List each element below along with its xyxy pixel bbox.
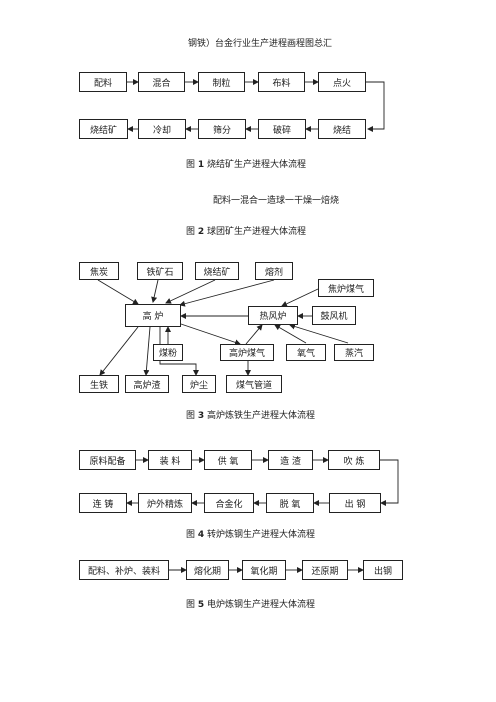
fig5-step-3: 氧化期 [242,560,286,580]
fig4-step-2: 装 料 [148,450,192,470]
fig4-step-1: 原料配备 [79,450,136,470]
doc-title: 钢铁）台金行业生产进程画程图总汇 [188,39,333,49]
arrow-steam-stove [289,323,349,344]
arrow-cokegas-stove [281,288,319,307]
fig4-step-9: 炉外精炼 [138,493,192,513]
fig3-blower: 鼓风机 [312,306,356,325]
fig1-step-9: 冷却 [138,119,186,139]
fig5-step-4: 还原期 [302,560,348,580]
fig2-caption: 图 2 球团矿生产进程大体流程 [186,227,307,237]
fig3-oxygen: 氧气 [286,344,326,361]
fig1-step-6: 烧结 [318,119,366,139]
fig3-caption: 图 3 高炉炼铁生产进程大体流程 [186,411,316,421]
fig3-gas-pipeline: 煤气管道 [226,375,282,393]
fig4-step-10: 连 铸 [79,493,127,513]
fig1-step-1: 配料 [79,72,127,92]
arrow-1-turn [366,81,385,132]
fig3-coal-powder: 煤粉 [153,344,183,361]
fig3-steam: 蒸汽 [334,344,374,361]
fig3-iron-ore: 铁矿石 [137,262,183,280]
fig4-step-6: 出 钢 [329,493,381,513]
fig3-sinter: 烧结矿 [195,262,239,280]
fig1-step-7: 破碎 [258,119,306,139]
arrow-4-turn [380,459,399,506]
fig2-flow-text: 配料一混合一造球一干燥一焙烧 [213,196,340,206]
fig5-step-2: 熔化期 [186,560,229,580]
fig3-blast-furnace: 高 炉 [125,304,181,327]
fig1-step-10: 烧结矿 [79,119,128,139]
fig4-step-3: 供 氧 [204,450,252,470]
arrow-bfgas-stove [245,324,263,345]
fig4-step-5: 吹 炼 [328,450,380,470]
arrow-coke [97,279,139,305]
fig3-bf-gas: 高炉煤气 [220,344,274,361]
fig5-step-5: 出钢 [363,560,403,580]
fig1-step-2: 混合 [138,72,185,92]
fig4-step-4: 造 渣 [268,450,313,470]
arrow-flux [179,279,275,307]
fig1-step-4: 布料 [258,72,305,92]
fig1-step-8: 筛分 [198,119,246,139]
arrow-furnace-bfgas [177,322,241,346]
fig3-pig-iron: 生铁 [79,375,119,393]
fig1-step-5: 点火 [318,72,366,92]
arrow-oxygen-stove [274,324,307,344]
fig3-slag: 高炉渣 [125,375,169,393]
arrow-sinter [165,279,216,304]
arrow-furnace-iron [99,326,139,376]
fig3-coke: 焦炭 [79,262,119,280]
fig1-step-3: 制粒 [198,72,245,92]
fig1-caption: 图 1 烧结矿生产进程大体流程 [186,160,307,170]
fig3-dust: 炉尘 [182,375,216,393]
arrow-ore [151,279,159,303]
fig4-step-7: 脱 氧 [266,493,314,513]
fig3-flux: 熔剂 [255,262,293,280]
arrow-furnace-slag [143,326,151,376]
fig3-coke-oven-gas: 焦炉煤气 [318,279,374,297]
fig5-caption: 图 5 电炉炼钢生产进程大体流程 [186,600,316,610]
fig4-caption: 图 4 转炉炼钢生产进程大体流程 [186,530,316,540]
fig4-step-8: 合金化 [204,493,254,513]
fig5-step-1: 配料、补炉、装料 [79,560,169,580]
fig3-hot-stove: 热风炉 [248,306,298,325]
